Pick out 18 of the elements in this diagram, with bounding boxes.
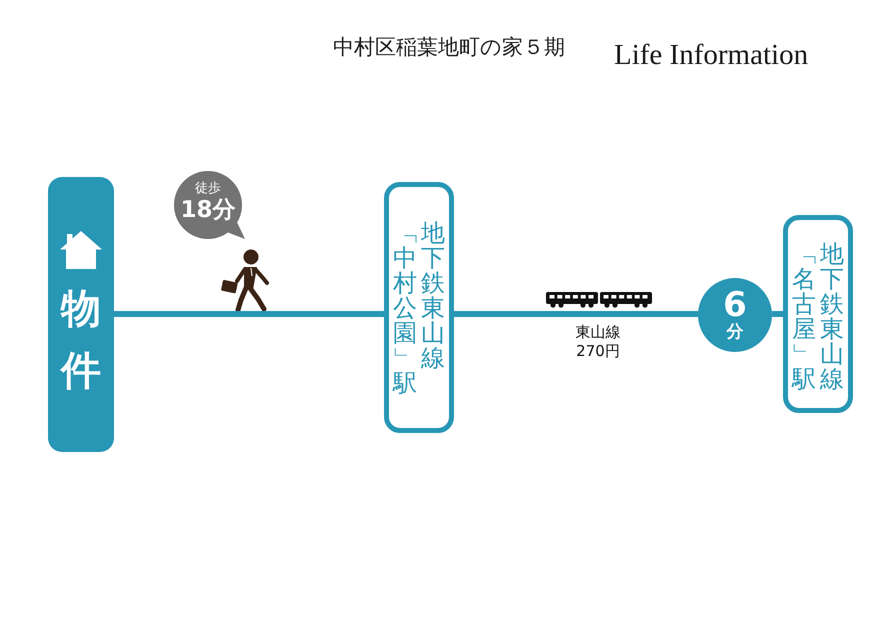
bubble-label: 徒歩 xyxy=(195,182,221,197)
page-title: 中村区稲葉地町の家５期 xyxy=(333,35,565,60)
bubble-label: 18分 xyxy=(180,196,236,224)
station-name: 「中村公園」駅 xyxy=(393,221,417,395)
station-box xyxy=(384,182,454,433)
connector-line xyxy=(114,311,384,317)
heading: Life Information xyxy=(614,38,808,73)
connector-line xyxy=(454,311,698,317)
station-name: 「名古屋」駅 xyxy=(792,242,816,391)
station-box xyxy=(783,215,853,413)
station-name: 地下鉄東山線 xyxy=(421,221,445,370)
edge-label: 東山線270円 xyxy=(574,323,622,360)
time-label: 6 xyxy=(723,288,747,324)
property-box xyxy=(48,177,114,452)
station-name: 地下鉄東山線 xyxy=(820,242,844,391)
connector-line xyxy=(772,311,783,317)
time-label: 分 xyxy=(726,324,744,342)
box-label: 物件 xyxy=(61,289,101,391)
